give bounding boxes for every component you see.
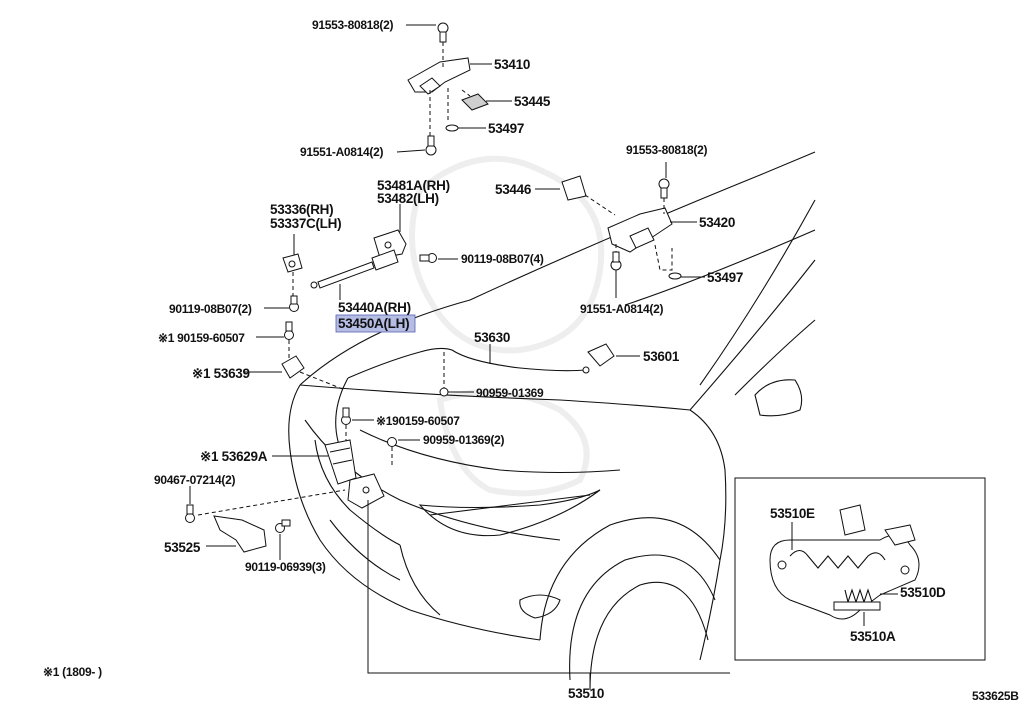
label-90159-60507-a: ※1 90159-60507 [158, 331, 245, 345]
clip-90959-01369-2 [387, 437, 397, 447]
label-90119-08B07-4: 90119-08B07(4) [461, 252, 544, 266]
washer-53497-right [668, 272, 682, 280]
document-code: 533625B [972, 689, 1019, 703]
label-91553-top: 91553-80818(2) [312, 18, 394, 32]
label-53336: 53336(RH) [270, 202, 333, 217]
label-53482: 53482(LH) [377, 191, 439, 206]
leader-lines [189, 24, 730, 686]
clip-90467 [185, 504, 195, 523]
bolt-53445 [461, 93, 489, 111]
label-90119-06939: 90119-06939(3) [245, 560, 326, 574]
label-53630: 53630 [474, 330, 510, 345]
bolt-91551-top [425, 135, 437, 156]
label-53410: 53410 [494, 57, 530, 72]
hinge-53420 [607, 178, 673, 253]
label-91553-right: 91553-80818(2) [626, 143, 708, 157]
bracket-53481A [373, 229, 407, 259]
lock-53510-small [347, 473, 385, 509]
label-53440A: 53440A(RH) [338, 300, 411, 315]
highlight-53450A [335, 314, 416, 333]
label-53445: 53445 [514, 94, 551, 109]
label-53497-top: 53497 [488, 121, 524, 136]
clip-90959-01369 [439, 387, 449, 397]
label-53601: 53601 [643, 349, 680, 364]
label-53510E: 53510E [770, 506, 815, 521]
bracket-53336 [282, 253, 303, 273]
bolt-90119-08B07-4 [419, 253, 437, 263]
label-53525: 53525 [164, 540, 201, 555]
bracket-53525 [213, 515, 267, 553]
label-53510A: 53510A [850, 629, 896, 644]
label-90959-01369: 90959-01369 [476, 386, 544, 400]
bumper-53446 [561, 175, 587, 201]
label-53450A: 53450A(LH) [338, 316, 409, 331]
bolt-91551-right [610, 251, 622, 271]
car-body-outline [288, 151, 816, 691]
bolt-90119-08B07-2 [289, 295, 299, 312]
label-53510D: 53510D [900, 585, 946, 600]
label-53639: ※1 53639 [192, 366, 250, 381]
label-53420: 53420 [699, 215, 735, 230]
lever-53601 [587, 343, 615, 367]
label-90959-01369-2: 90959-01369(2) [423, 433, 505, 447]
strut-53440A [310, 249, 399, 289]
label-53446: 53446 [495, 182, 532, 197]
bolt-90159-60507-b [341, 407, 351, 425]
bracket-53639 [281, 355, 305, 379]
label-91551-right: 91551-A0814(2) [580, 302, 663, 316]
label-91551-top: 91551-A0814(2) [300, 145, 383, 159]
watermark-emblem [409, 155, 605, 497]
washer-53497-top [445, 124, 459, 132]
hinge-53410 [407, 22, 471, 95]
inset-lock-detail [734, 477, 986, 661]
label-53337: 53337C(LH) [270, 216, 341, 231]
support-53629A [324, 439, 357, 485]
label-53497-right: 53497 [707, 270, 743, 285]
label-90467: 90467-07214(2) [154, 473, 236, 487]
label-90119-08B07-2: 90119-08B07(2) [169, 302, 252, 316]
label-53481: 53481A(RH) [377, 178, 450, 193]
label-90159-60507-b: ※190159-60507 [376, 414, 460, 428]
label-53629A: ※1 53629A [200, 449, 268, 464]
bolt-90119-06939 [275, 519, 291, 533]
label-53510: 53510 [568, 686, 604, 701]
bolt-90159-60507-a [284, 321, 294, 340]
footnote: ※1 (1809- ) [43, 665, 102, 679]
